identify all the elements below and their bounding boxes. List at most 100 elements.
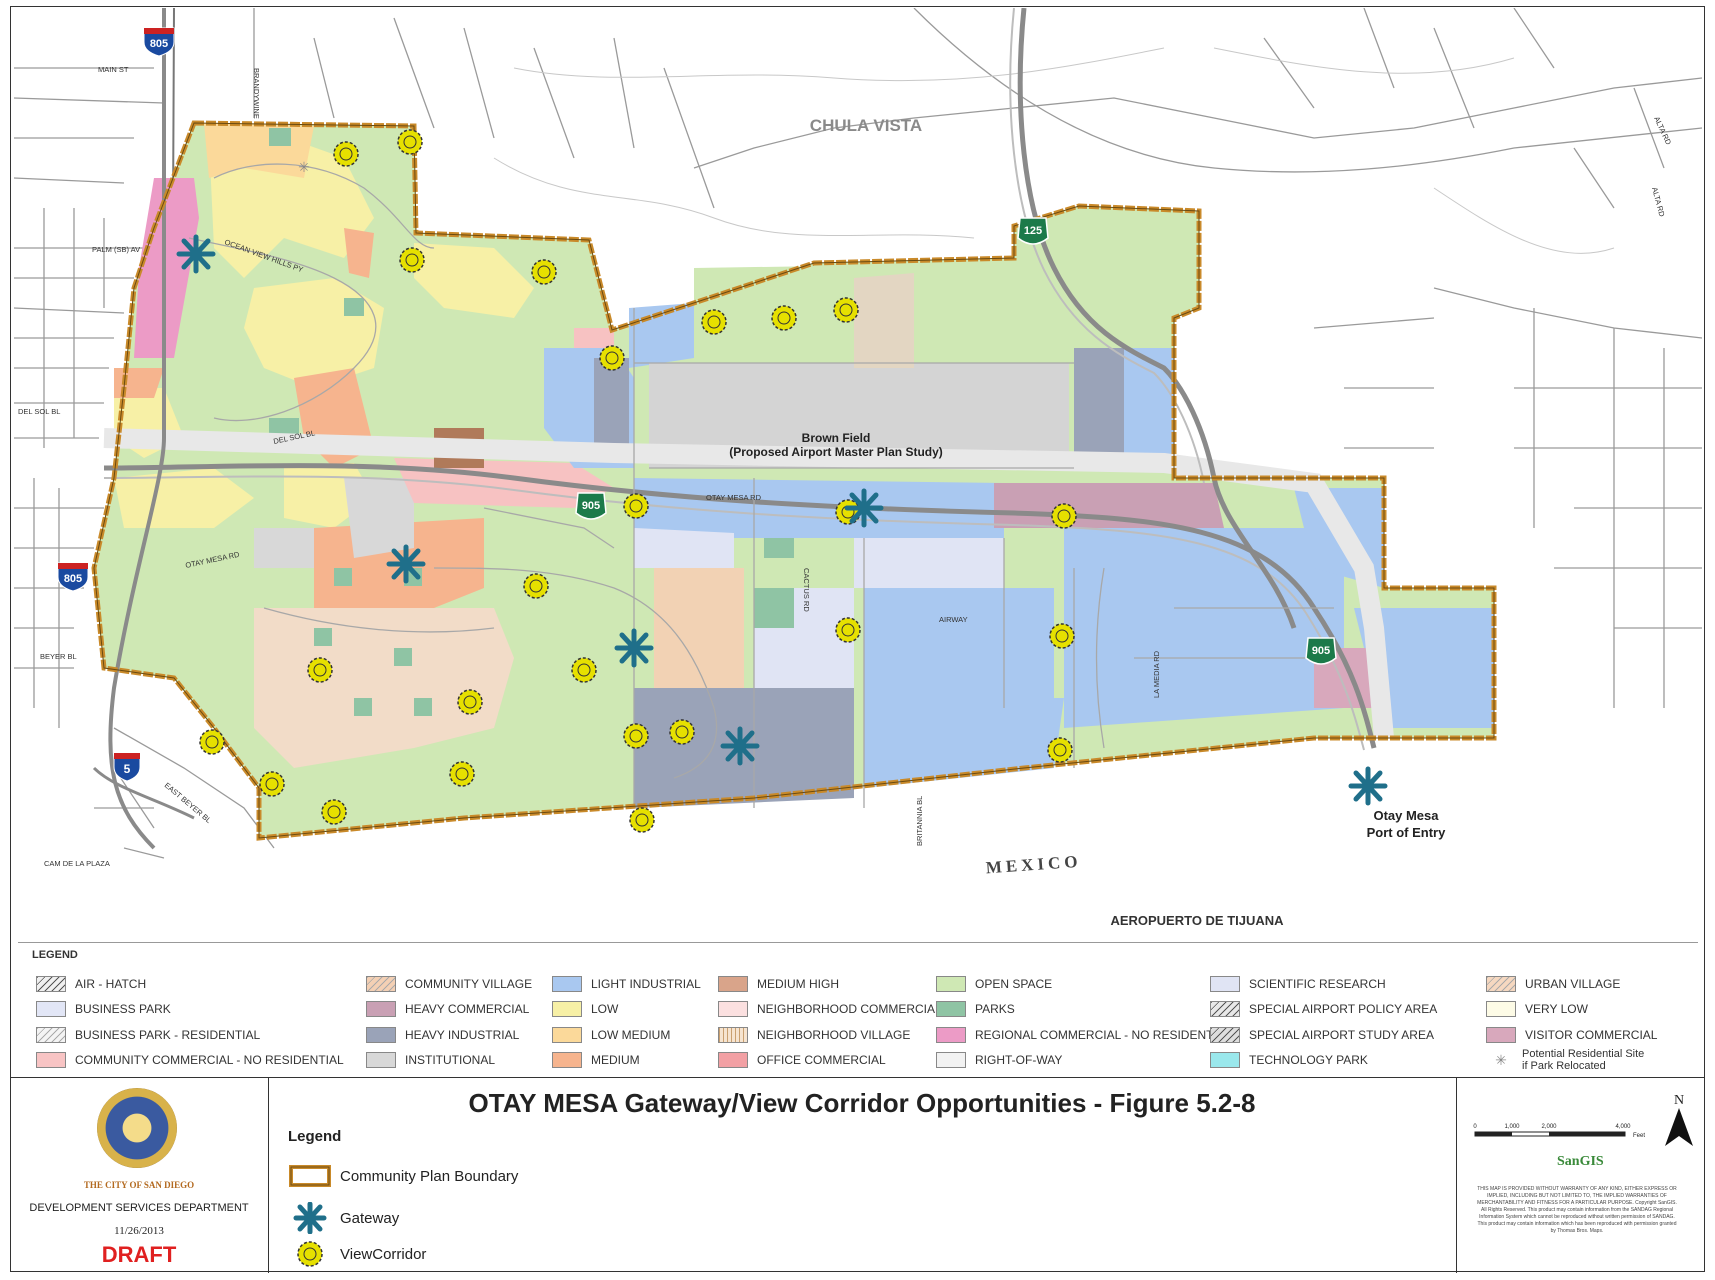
view-corridor-marker[interactable] xyxy=(623,723,649,749)
legend-label: TECHNOLOGY PARK xyxy=(1249,1053,1368,1068)
svg-text:5: 5 xyxy=(124,762,131,776)
view-corridor-marker[interactable] xyxy=(701,309,727,335)
view-corridor-marker[interactable] xyxy=(321,799,347,825)
legend-item: SPECIAL AIRPORT POLICY AREA xyxy=(1210,997,1437,1023)
view-corridor-markers[interactable] xyxy=(199,129,1077,833)
legend-item: HEAVY INDUSTRIAL xyxy=(366,1022,532,1048)
view-corridor-marker[interactable] xyxy=(449,761,475,787)
map-frame xyxy=(10,6,1705,1272)
gateway-marker[interactable] xyxy=(386,544,426,584)
gateway-marker[interactable] xyxy=(1348,766,1388,806)
view-corridor-marker[interactable] xyxy=(531,259,557,285)
route-905-shield-center: 905 xyxy=(575,492,607,520)
view-corridor-marker[interactable] xyxy=(1049,623,1075,649)
view-corridor-marker[interactable] xyxy=(397,129,423,155)
view-corridor-marker[interactable] xyxy=(669,719,695,745)
view-corridor-marker[interactable] xyxy=(259,771,285,797)
legend-swatch xyxy=(936,1026,966,1043)
view-corridor-marker[interactable] xyxy=(571,657,597,683)
key-legend-title: Legend xyxy=(288,1128,342,1145)
title-block: THE CITY OF SAN DIEGO DEVELOPMENT SERVIC… xyxy=(10,1077,1705,1273)
legend-label: NEIGHBORHOOD VILLAGE xyxy=(757,1027,911,1042)
legend-swatch xyxy=(718,1026,748,1043)
legend-item: SPECIAL AIRPORT STUDY AREA xyxy=(1210,1022,1437,1048)
view-corridor-marker[interactable] xyxy=(457,689,483,715)
gateway-markers[interactable] xyxy=(176,234,1388,806)
land-use-map[interactable]: 805 805 5 905 905 125 CHULA VISTA MEXICO… xyxy=(14,8,1702,940)
legend-item: LOW MEDIUM xyxy=(552,1022,701,1048)
legend-swatch xyxy=(366,1026,396,1043)
legend-label: Potential Residential Site xyxy=(1522,1048,1645,1061)
view-corridor-marker[interactable] xyxy=(1051,503,1077,529)
legend-label: OFFICE COMMERCIAL xyxy=(757,1053,886,1068)
info-panel: 0 1,000 2,000 4,000 Feet N SanGIS THIS M… xyxy=(1456,1078,1706,1273)
city-name: THE CITY OF SAN DIEGO xyxy=(83,1180,195,1190)
legend-swatch xyxy=(718,1001,748,1018)
legend-label: LIGHT INDUSTRIAL xyxy=(591,976,701,991)
svg-text:Feet: Feet xyxy=(1633,1133,1645,1139)
view-corridor-marker[interactable] xyxy=(835,617,861,643)
view-corridor-marker[interactable] xyxy=(307,657,333,683)
legend-label: VERY LOW xyxy=(1525,1002,1588,1017)
legend-label: COMMUNITY VILLAGE xyxy=(405,976,533,991)
svg-text:805: 805 xyxy=(150,38,168,50)
potential-site-star-icon: ✳ xyxy=(1495,1051,1507,1068)
svg-text:LA MEDIA RD: LA MEDIA RD xyxy=(1152,650,1161,698)
view-corridor-marker[interactable] xyxy=(833,297,859,323)
legend-label: INSTITUTIONAL xyxy=(405,1053,496,1068)
sangis-logo: SanGIS xyxy=(1557,1154,1604,1169)
gateway-asterisk-icon xyxy=(293,1202,327,1234)
figure-title: OTAY MESA Gateway/View Corridor Opportun… xyxy=(468,1088,1256,1118)
interstate-5-shield: 5 xyxy=(113,752,141,782)
gateway-marker[interactable] xyxy=(176,234,216,274)
view-corridor-marker[interactable] xyxy=(333,141,359,167)
viewcorridor-circle-icon xyxy=(297,1241,323,1267)
view-corridor-marker[interactable] xyxy=(599,345,625,371)
gateway-marker[interactable] xyxy=(720,726,760,766)
legend-item: MEDIUM xyxy=(552,1048,701,1074)
legend-label: RIGHT-OF-WAY xyxy=(975,1053,1063,1068)
view-corridor-marker[interactable] xyxy=(523,573,549,599)
svg-text:805: 805 xyxy=(64,573,82,585)
label-brown-field: Brown Field xyxy=(802,431,871,445)
legend-swatch xyxy=(552,1026,582,1043)
legend-swatch xyxy=(718,975,748,992)
freeways xyxy=(92,8,1377,850)
highway-shields: 805 805 5 905 905 125 xyxy=(57,27,1337,782)
svg-text:BRANDYWINE: BRANDYWINE xyxy=(252,68,261,119)
legend-label: URBAN VILLAGE xyxy=(1525,976,1621,991)
legend-swatch xyxy=(36,1026,66,1043)
legend-label: MEDIUM HIGH xyxy=(757,976,839,991)
boundary-swatch-icon xyxy=(289,1165,331,1187)
legend-swatch xyxy=(936,1052,966,1069)
view-corridor-marker[interactable] xyxy=(629,807,655,833)
legend-label: AIR - HATCH xyxy=(75,976,147,991)
svg-text:BEYER BL: BEYER BL xyxy=(40,652,77,661)
view-corridor-marker[interactable] xyxy=(399,247,425,273)
view-corridor-marker[interactable] xyxy=(623,493,649,519)
view-corridor-marker[interactable] xyxy=(1047,737,1073,763)
scale-bar: 0 1,000 2,000 4,000 Feet xyxy=(1473,1124,1645,1139)
legend-swatch xyxy=(552,1052,582,1069)
gateway-marker[interactable] xyxy=(614,628,654,668)
svg-text:905: 905 xyxy=(1312,645,1330,657)
view-corridor-marker[interactable] xyxy=(199,729,225,755)
svg-text:125: 125 xyxy=(1024,225,1042,237)
label-aeropuerto: AEROPUERTO DE TIJUANA xyxy=(1110,913,1284,928)
gateway-marker[interactable] xyxy=(844,488,884,528)
legend-swatch xyxy=(1486,1001,1516,1018)
view-corridor-marker[interactable] xyxy=(771,305,797,331)
view-corridor-marker[interactable] xyxy=(835,499,861,525)
legend-swatch xyxy=(36,1052,66,1069)
legend-swatch xyxy=(1486,975,1516,992)
legend-item: INSTITUTIONAL xyxy=(366,1048,532,1074)
svg-text:0: 0 xyxy=(1473,1124,1477,1130)
route-125-shield: 125 xyxy=(1017,217,1049,245)
north-arrow-icon: N xyxy=(1665,1093,1693,1146)
label-port-line2: Port of Entry xyxy=(1367,825,1446,840)
legend-item: URBAN VILLAGE xyxy=(1486,971,1657,997)
